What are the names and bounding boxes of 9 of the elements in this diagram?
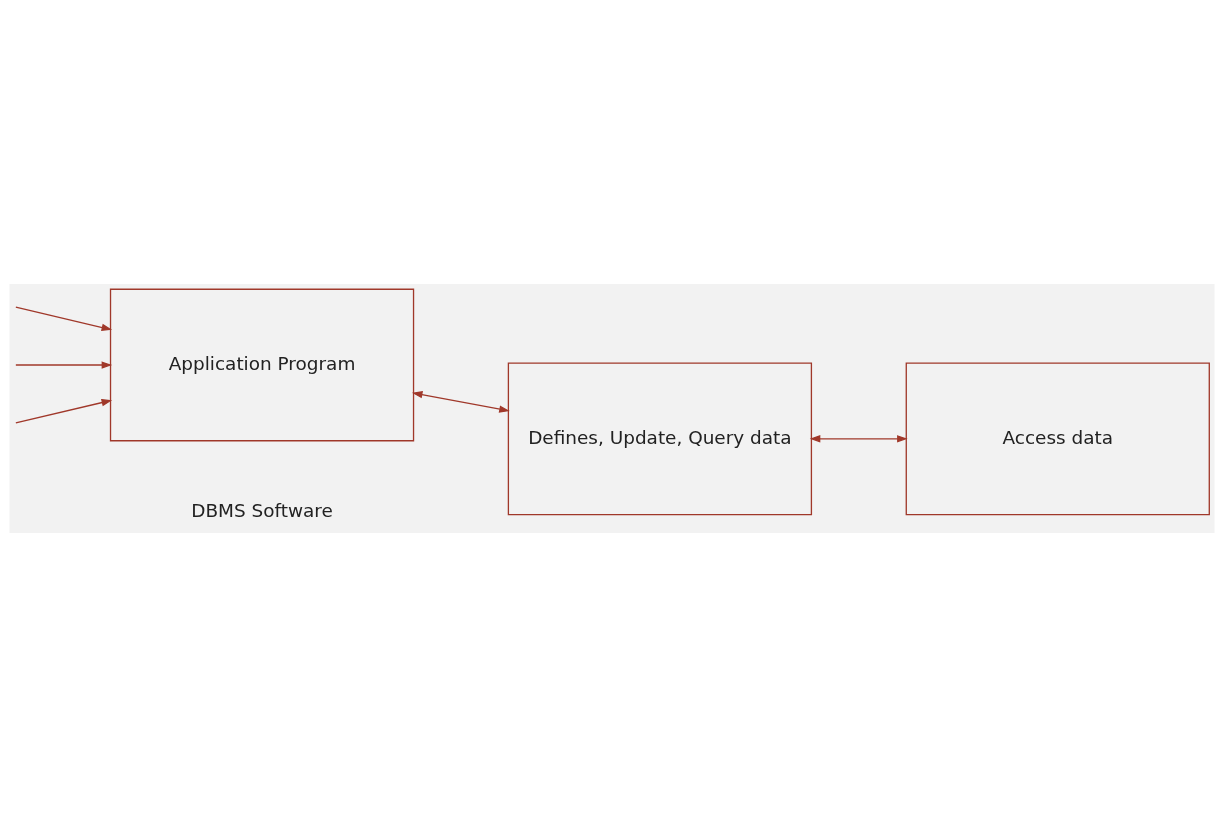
label: DBMS Software: [191, 499, 333, 521]
node-box: Application Program: [109, 288, 415, 441]
arrow: [15, 398, 113, 424]
arrow: [15, 305, 113, 331]
arrow: [15, 360, 113, 369]
arrow: [809, 434, 908, 442]
arrow: [411, 390, 510, 413]
node-box: Access data: [905, 361, 1210, 515]
node-box: Defines, Update, Query data: [507, 361, 813, 515]
